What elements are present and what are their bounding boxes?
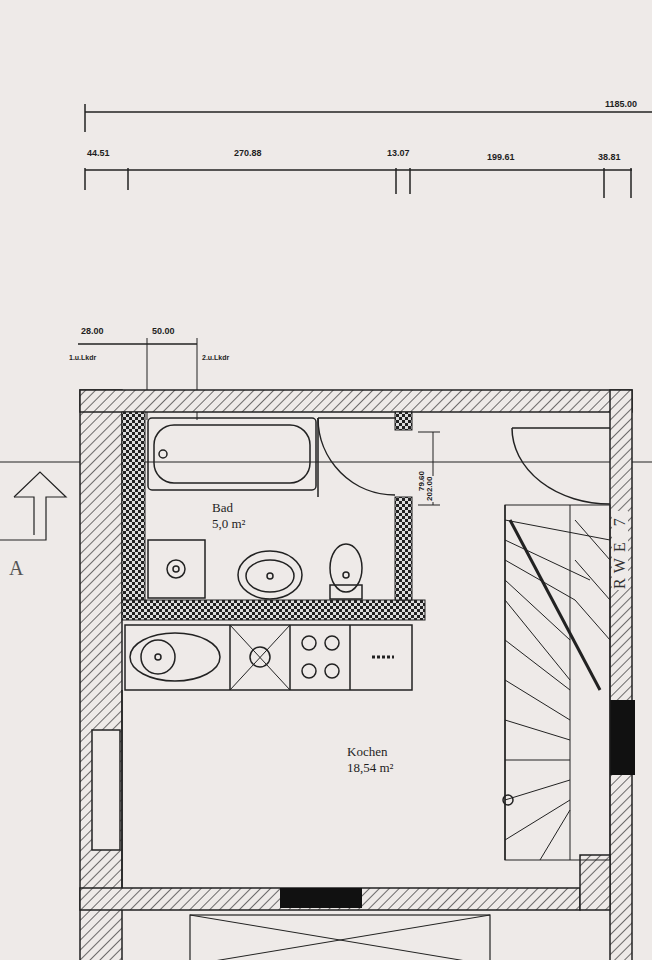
dimension: 50.00	[151, 327, 176, 336]
room-name: Kochen	[347, 744, 394, 760]
room-area: 18,54 m²	[347, 760, 394, 776]
dimension: 1185.00	[604, 100, 638, 109]
dimension: 28.00	[80, 327, 105, 336]
room-area: 5,0 m²	[212, 516, 246, 532]
stair-label: RWE 7	[612, 511, 628, 590]
dimension: 199.61	[486, 153, 516, 162]
room-label: Bad5,0 m²	[210, 498, 248, 535]
room-label: Kochen18,54 m²	[345, 742, 396, 779]
dimension: 202.00	[426, 476, 434, 502]
dimension: 38.81	[597, 153, 622, 162]
dimension: 13.07	[386, 149, 411, 158]
room-name: Bad	[212, 500, 246, 516]
dimension: 44.51	[86, 149, 111, 158]
section-marker: A	[8, 558, 24, 578]
dimension: 79.60	[418, 470, 426, 492]
dimension-note: 1.u.Lkdr	[68, 354, 97, 361]
dimension: 270.88	[233, 149, 263, 158]
dimension-note: 2.u.Lkdr	[201, 354, 230, 361]
